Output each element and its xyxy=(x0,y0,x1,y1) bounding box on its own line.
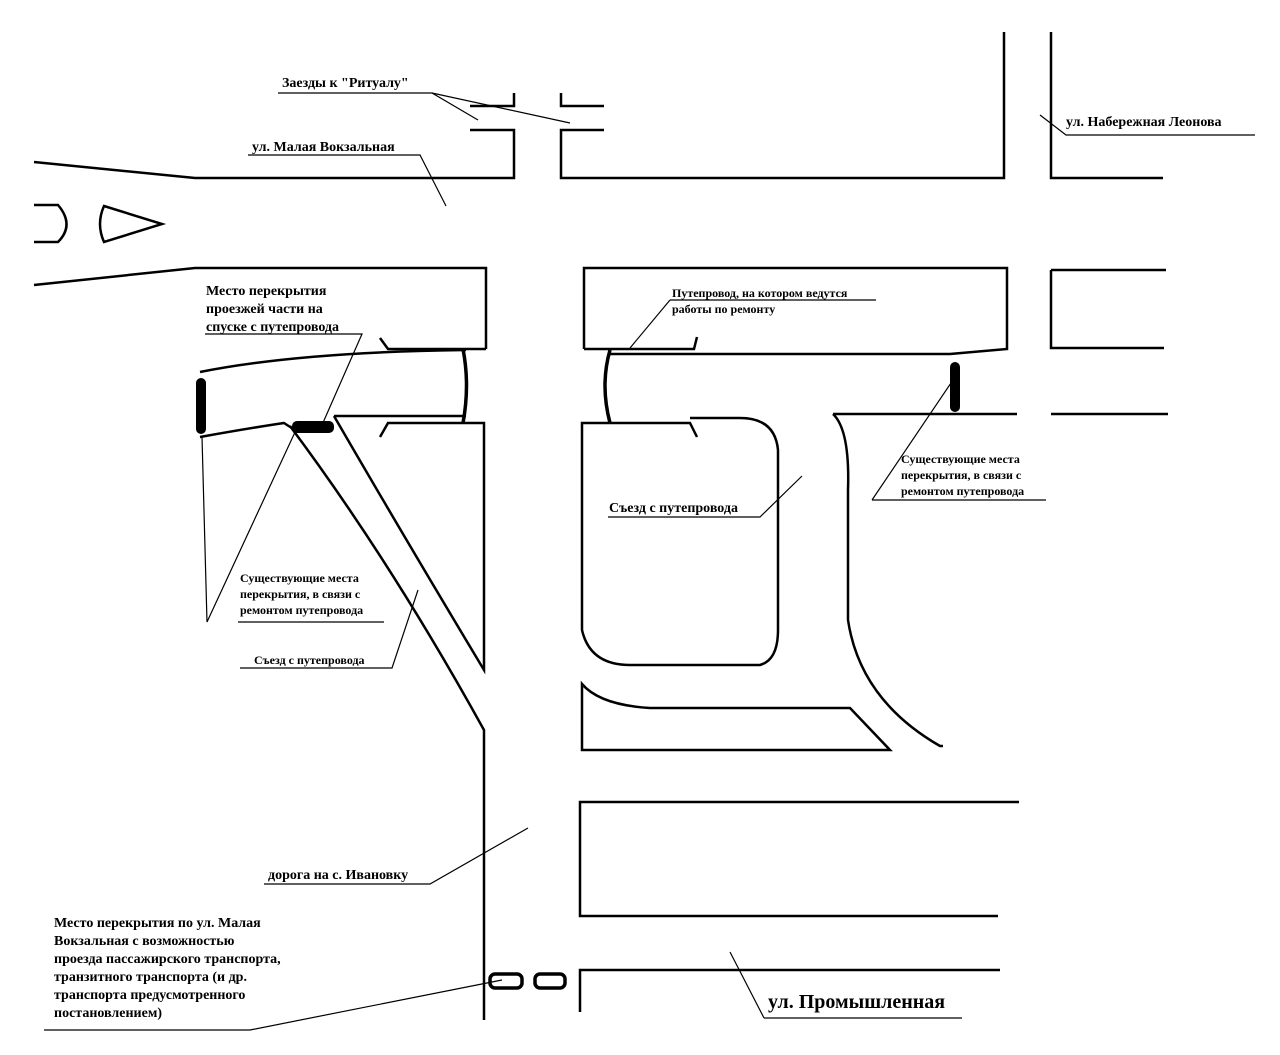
labels: Заезды к "Ритуалу" ул. Малая Вокзальная … xyxy=(54,76,1222,1021)
label-exit-right: Съезд с путепровода xyxy=(609,501,738,516)
closure-marker-right xyxy=(950,362,960,412)
closure-marker-left xyxy=(196,378,206,434)
closure-marker-descent xyxy=(292,421,334,433)
label-overpass-repair-1: Путепровод, на котором ведутся xyxy=(672,286,848,300)
label-ivanovka: дорога на с. Ивановку xyxy=(268,868,408,883)
label-exit-left: Съезд с путепровода xyxy=(254,653,365,667)
label-closure-bottom-5: транспорта предусмотренного xyxy=(54,988,245,1003)
label-overpass-repair-2: работы по ремонту xyxy=(672,302,775,316)
label-malaya-vokzalnaya: ул. Малая Вокзальная xyxy=(252,140,395,155)
label-existing-left-2: перекрытия, в связи с xyxy=(240,587,361,601)
closure-markers xyxy=(196,362,960,990)
label-promyshlennaya: ул. Промышленная xyxy=(768,991,945,1013)
label-naberezhnaya: ул. Набережная Леонова xyxy=(1066,115,1222,130)
label-existing-right-2: перекрытия, в связи с xyxy=(901,468,1022,482)
label-closure-bottom-4: транзитного транспорта (и др. xyxy=(54,970,247,985)
road-lines xyxy=(33,32,1168,1020)
label-closure-descent-1: Место перекрытия xyxy=(206,284,327,299)
closure-marker-bottom-2 xyxy=(533,972,567,990)
label-closure-bottom-1: Место перекрытия по ул. Малая xyxy=(54,916,261,931)
label-existing-left-3: ремонтом путепровода xyxy=(240,603,363,617)
label-existing-right-3: ремонтом путепровода xyxy=(901,484,1024,498)
label-existing-right-1: Существующие места xyxy=(901,452,1020,466)
label-closure-bottom-6: постановлением) xyxy=(54,1006,162,1021)
closure-marker-bottom-1 xyxy=(488,972,524,990)
label-closure-descent-2: проезжей части на xyxy=(206,302,323,317)
label-closure-descent-3: спуске с путепровода xyxy=(206,320,339,335)
label-closure-bottom-2: Вокзальная с возможностью xyxy=(54,934,235,949)
label-closure-bottom-3: проезда пассажирского транспорта, xyxy=(54,952,281,967)
leader-lines xyxy=(44,92,1255,1031)
label-ritual: Заезды к "Ритуалу" xyxy=(282,76,409,91)
label-existing-left-1: Существующие места xyxy=(240,571,359,585)
